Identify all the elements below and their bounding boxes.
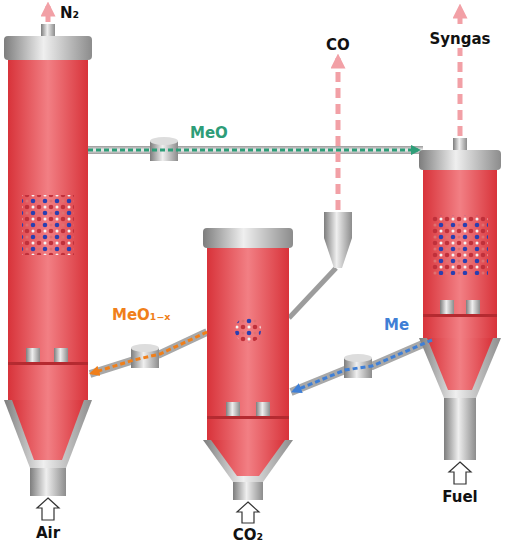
reactor-lid: [203, 228, 293, 248]
gas-label: Fuel: [442, 488, 478, 506]
valve-top: [131, 344, 159, 352]
gas-outlet-arrow: [46, 6, 51, 22]
distributor: [466, 300, 480, 314]
air-reactor: [4, 24, 92, 496]
reactor-lid: [4, 36, 92, 60]
cyclone-cone: [324, 238, 352, 268]
chimney: [41, 24, 55, 38]
reactor-nozzle: [30, 468, 66, 496]
pipe: [291, 340, 432, 392]
reactor-cone: [4, 400, 92, 468]
distributor: [54, 348, 68, 362]
oxide-lattice: [432, 215, 488, 275]
reactor-cone-inner: [211, 440, 285, 476]
gas-label: Air: [36, 524, 60, 542]
gas-label: N₂: [60, 4, 79, 22]
reactor-nozzle: [233, 482, 263, 500]
reactor-body: [423, 170, 497, 338]
reactor-body: [207, 248, 289, 440]
gas-outlet-arrow: [336, 58, 341, 210]
reactor-cone: [203, 440, 293, 482]
solid-flow: [92, 332, 207, 373]
reactor-cone: [419, 338, 501, 398]
pipe: [90, 332, 207, 374]
gas-outlet-arrow: [458, 8, 463, 136]
gas-label: CO: [324, 36, 352, 54]
flow-label: MeO: [190, 124, 228, 142]
chimney: [453, 138, 467, 150]
pipe: [88, 146, 423, 154]
cyclone-body: [324, 212, 352, 238]
particle-cluster: [235, 317, 261, 343]
reactor-cone-inner: [12, 400, 84, 460]
cyclone-duct: [289, 268, 336, 318]
flow-label: Me: [384, 316, 409, 334]
gas-label: Syngas: [427, 30, 492, 48]
solid-flow: [294, 340, 432, 391]
fuel-reactor: [419, 138, 501, 460]
gas-label: CO₂: [233, 526, 263, 544]
gas-inlet-arrow: [449, 462, 471, 484]
valve-top: [150, 137, 178, 145]
reactor-body: [8, 60, 88, 400]
oxide-lattice: [22, 195, 74, 255]
distributor: [440, 300, 454, 314]
gas-inlet-arrow: [237, 502, 259, 523]
reactor-cone-inner: [427, 338, 493, 390]
distributor-plate: [207, 416, 289, 419]
cyclone: [324, 212, 352, 268]
distributor: [256, 402, 270, 416]
distributor-plate: [8, 362, 88, 365]
distributor: [226, 402, 240, 416]
solid-flow: [88, 149, 418, 152]
flow-label: MeO₁₋ₓ: [112, 306, 171, 324]
distributor-plate: [423, 314, 497, 317]
reactor-lid: [419, 150, 501, 170]
valve-top: [344, 354, 372, 362]
reactor-nozzle: [444, 398, 476, 460]
gas-inlet-arrow: [37, 498, 59, 520]
distributor: [26, 348, 40, 362]
co2-reactor: [203, 228, 293, 500]
